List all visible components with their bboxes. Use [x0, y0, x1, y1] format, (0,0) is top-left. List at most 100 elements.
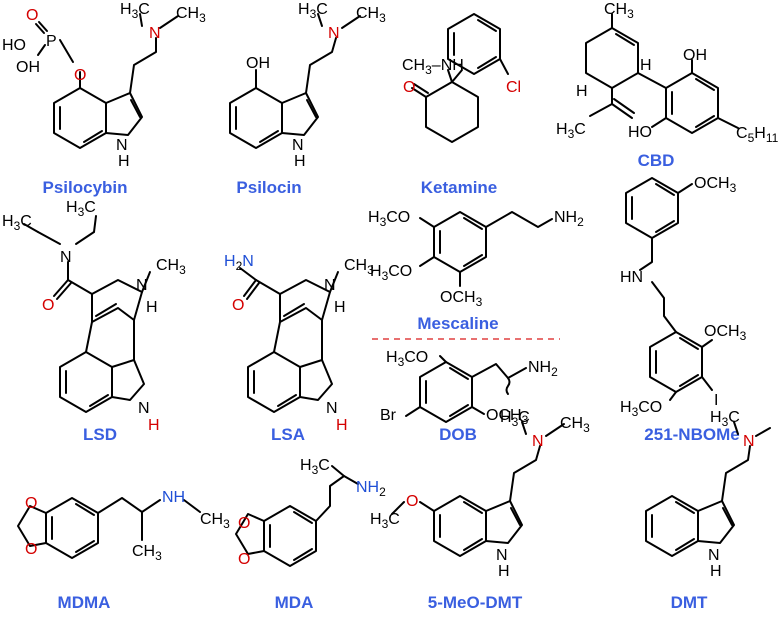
atom-nh: N: [138, 400, 150, 417]
atom-chlorine: Cl: [506, 79, 521, 96]
psilocin-structure: [229, 13, 361, 149]
atom-h3co: H3CO: [368, 209, 410, 229]
atom-h3c: H3C: [298, 1, 328, 21]
atom-oh: OH: [683, 47, 707, 64]
atom-ch3: CH3: [560, 415, 590, 435]
atom-nitrogen: N: [149, 25, 161, 42]
label-lsa: LSA: [271, 425, 305, 444]
atom-h: H: [640, 57, 652, 74]
mescaline-structure: [419, 211, 553, 287]
label-lsd: LSD: [83, 425, 117, 444]
atom-h3c: H3C: [370, 511, 400, 531]
atom-h: H: [576, 83, 588, 100]
atom-oh: OH: [246, 55, 270, 72]
atom-br: Br: [380, 407, 397, 424]
atom-oxygen: O: [403, 79, 415, 96]
atom-h3c: H3C: [300, 457, 330, 477]
atom-ch3: CH3: [132, 543, 162, 563]
atom-h: H: [336, 417, 348, 434]
atom-nh: N: [292, 137, 304, 154]
atom-nh2: NH2: [528, 359, 558, 379]
atom-ch3-nh: CH3–NH: [402, 57, 464, 77]
atom-nh: N: [708, 547, 720, 564]
atom-h: H: [148, 417, 160, 434]
atom-nitrogen: N: [743, 433, 755, 450]
label-mescaline: Mescaline: [417, 314, 498, 333]
atom-h3co: H3CO: [386, 349, 428, 369]
5-meo-dmt-structure: [391, 421, 565, 557]
lsd-structure: [23, 215, 151, 413]
label-dmt: DMT: [671, 593, 708, 612]
atom-nh2: NH2: [554, 209, 584, 229]
atom-oxygen: O: [25, 495, 37, 512]
atom-h3c: H3C: [66, 199, 96, 219]
label-mdma: MDMA: [58, 593, 111, 612]
nbome-structure: [625, 177, 713, 401]
mdma-structure: [17, 497, 201, 559]
dob-structure: [405, 355, 527, 423]
atom-ch3: CH3: [200, 511, 230, 531]
atom-oxygen: O: [74, 67, 86, 84]
atom-ch3: CH3: [156, 257, 186, 277]
atom-phosphorus: P: [46, 33, 57, 50]
label-251-nbome: 251-NBOMe: [644, 425, 739, 444]
atom-oxygen: O: [406, 493, 418, 510]
atom-nitrogen: N: [136, 277, 148, 294]
label-mda: MDA: [275, 593, 314, 612]
psilocybin-structure: [35, 13, 179, 149]
atom-nh2: NH2: [356, 479, 386, 499]
atom-ho: HO: [2, 37, 26, 54]
atom-h: H: [294, 153, 306, 170]
atom-h: H: [498, 563, 510, 580]
atom-h3c: H3C: [556, 121, 586, 141]
lsa-structure: [239, 267, 339, 413]
atom-h: H: [710, 563, 722, 580]
atom-ch3: CH3: [176, 5, 206, 25]
atom-ho: HO: [628, 124, 652, 141]
atom-h3c: H3C: [710, 409, 740, 429]
atom-ch3: CH3: [604, 1, 634, 21]
atom-h3co: H3CO: [620, 399, 662, 419]
ketamine-structure: [411, 13, 509, 143]
atom-h: H: [118, 153, 130, 170]
atom-oxygen: O: [25, 541, 37, 558]
label-ketamine: Ketamine: [421, 178, 498, 197]
atom-och3: OCH3: [694, 175, 737, 195]
label-cbd: CBD: [638, 151, 675, 170]
atom-h3c: H3C: [500, 409, 530, 429]
atom-och3: OCH3: [486, 407, 529, 427]
atom-h: H: [334, 299, 346, 316]
dmt-structure: [645, 421, 771, 557]
atom-oxygen: O: [238, 515, 250, 532]
atom-nh: N: [496, 547, 508, 564]
atom-iodine: I: [714, 392, 718, 409]
atom-nitrogen: N: [328, 25, 340, 42]
atom-nitrogen: N: [324, 277, 336, 294]
atom-och3: OCH3: [440, 289, 483, 309]
atom-h3c: H3C: [2, 213, 32, 233]
atom-h3c: H3C: [120, 1, 150, 21]
atom-h3co: H3CO: [370, 263, 412, 283]
atom-ch3: CH3: [356, 5, 386, 25]
atom-och3: OCH3: [704, 323, 747, 343]
label-5-meo-dmt: 5-MeO-DMT: [428, 593, 523, 612]
atom-nh: N: [326, 400, 338, 417]
atom-nitrogen: N: [60, 249, 72, 266]
atom-oxygen: O: [42, 297, 54, 314]
label-dob: DOB: [439, 425, 477, 444]
atom-oxygen: O: [238, 551, 250, 568]
atom-c5h11: C5H11: [736, 125, 779, 145]
atom-nitrogen: N: [532, 433, 544, 450]
atom-oxygen: O: [232, 297, 244, 314]
atom-oxygen-double: O: [26, 7, 38, 24]
atom-oh: OH: [16, 59, 40, 76]
atom-h2n: H2N: [224, 253, 254, 273]
cbd-structure: [585, 13, 739, 134]
atom-hn: HN: [620, 269, 643, 286]
label-psilocin: Psilocin: [236, 178, 301, 197]
atom-nh: N: [116, 137, 128, 154]
atom-ch3: CH3: [344, 257, 374, 277]
mda-structure: [235, 465, 359, 567]
atom-h: H: [146, 299, 158, 316]
